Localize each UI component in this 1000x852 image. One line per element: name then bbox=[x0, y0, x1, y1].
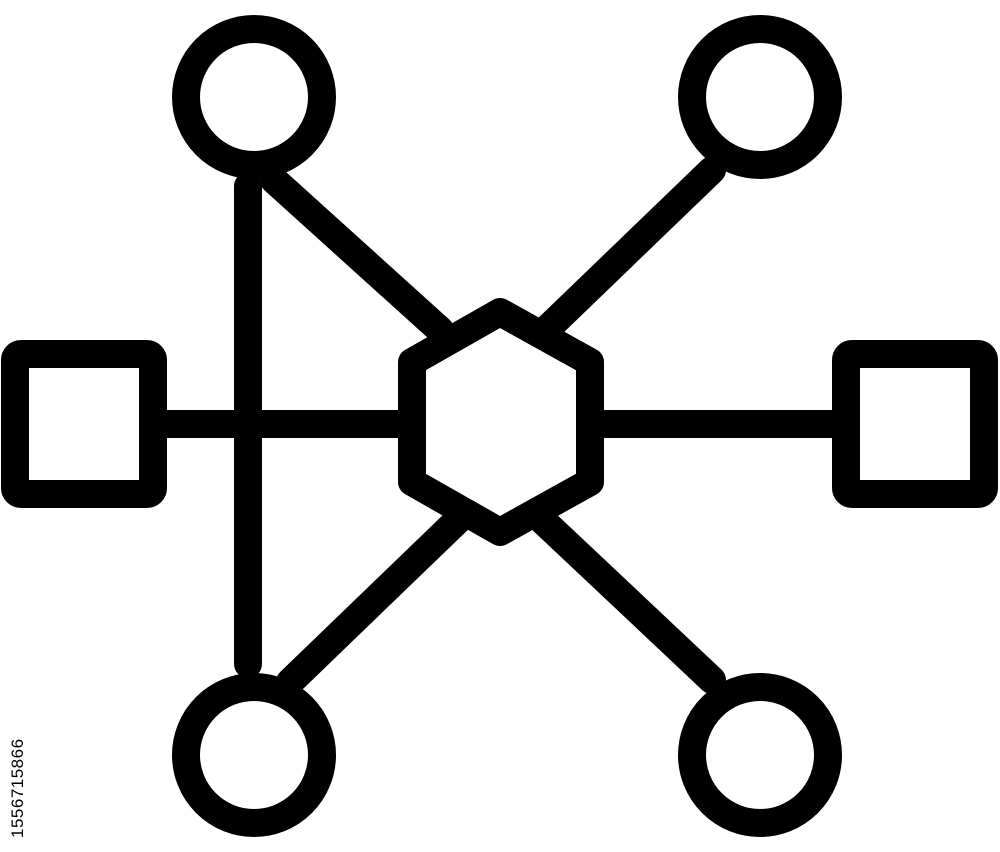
node-circle-bottom-left bbox=[172, 673, 336, 837]
node-circle-bottom-right bbox=[678, 673, 842, 837]
node-circle-top-left bbox=[172, 15, 336, 179]
connector-hub-to-bottom-left-circle bbox=[276, 504, 474, 696]
node-square-left bbox=[1, 340, 167, 508]
hub-hexagon bbox=[398, 298, 604, 546]
node-circle-top-right bbox=[678, 15, 842, 179]
stock-id-watermark: 1556715866 bbox=[8, 738, 27, 838]
node-square-right bbox=[832, 340, 998, 508]
connector-hub-to-bottom-right-circle bbox=[526, 504, 726, 694]
connector-hub-to-top-left-circle bbox=[260, 166, 454, 344]
connector-hub-to-top-right-circle bbox=[532, 156, 726, 344]
